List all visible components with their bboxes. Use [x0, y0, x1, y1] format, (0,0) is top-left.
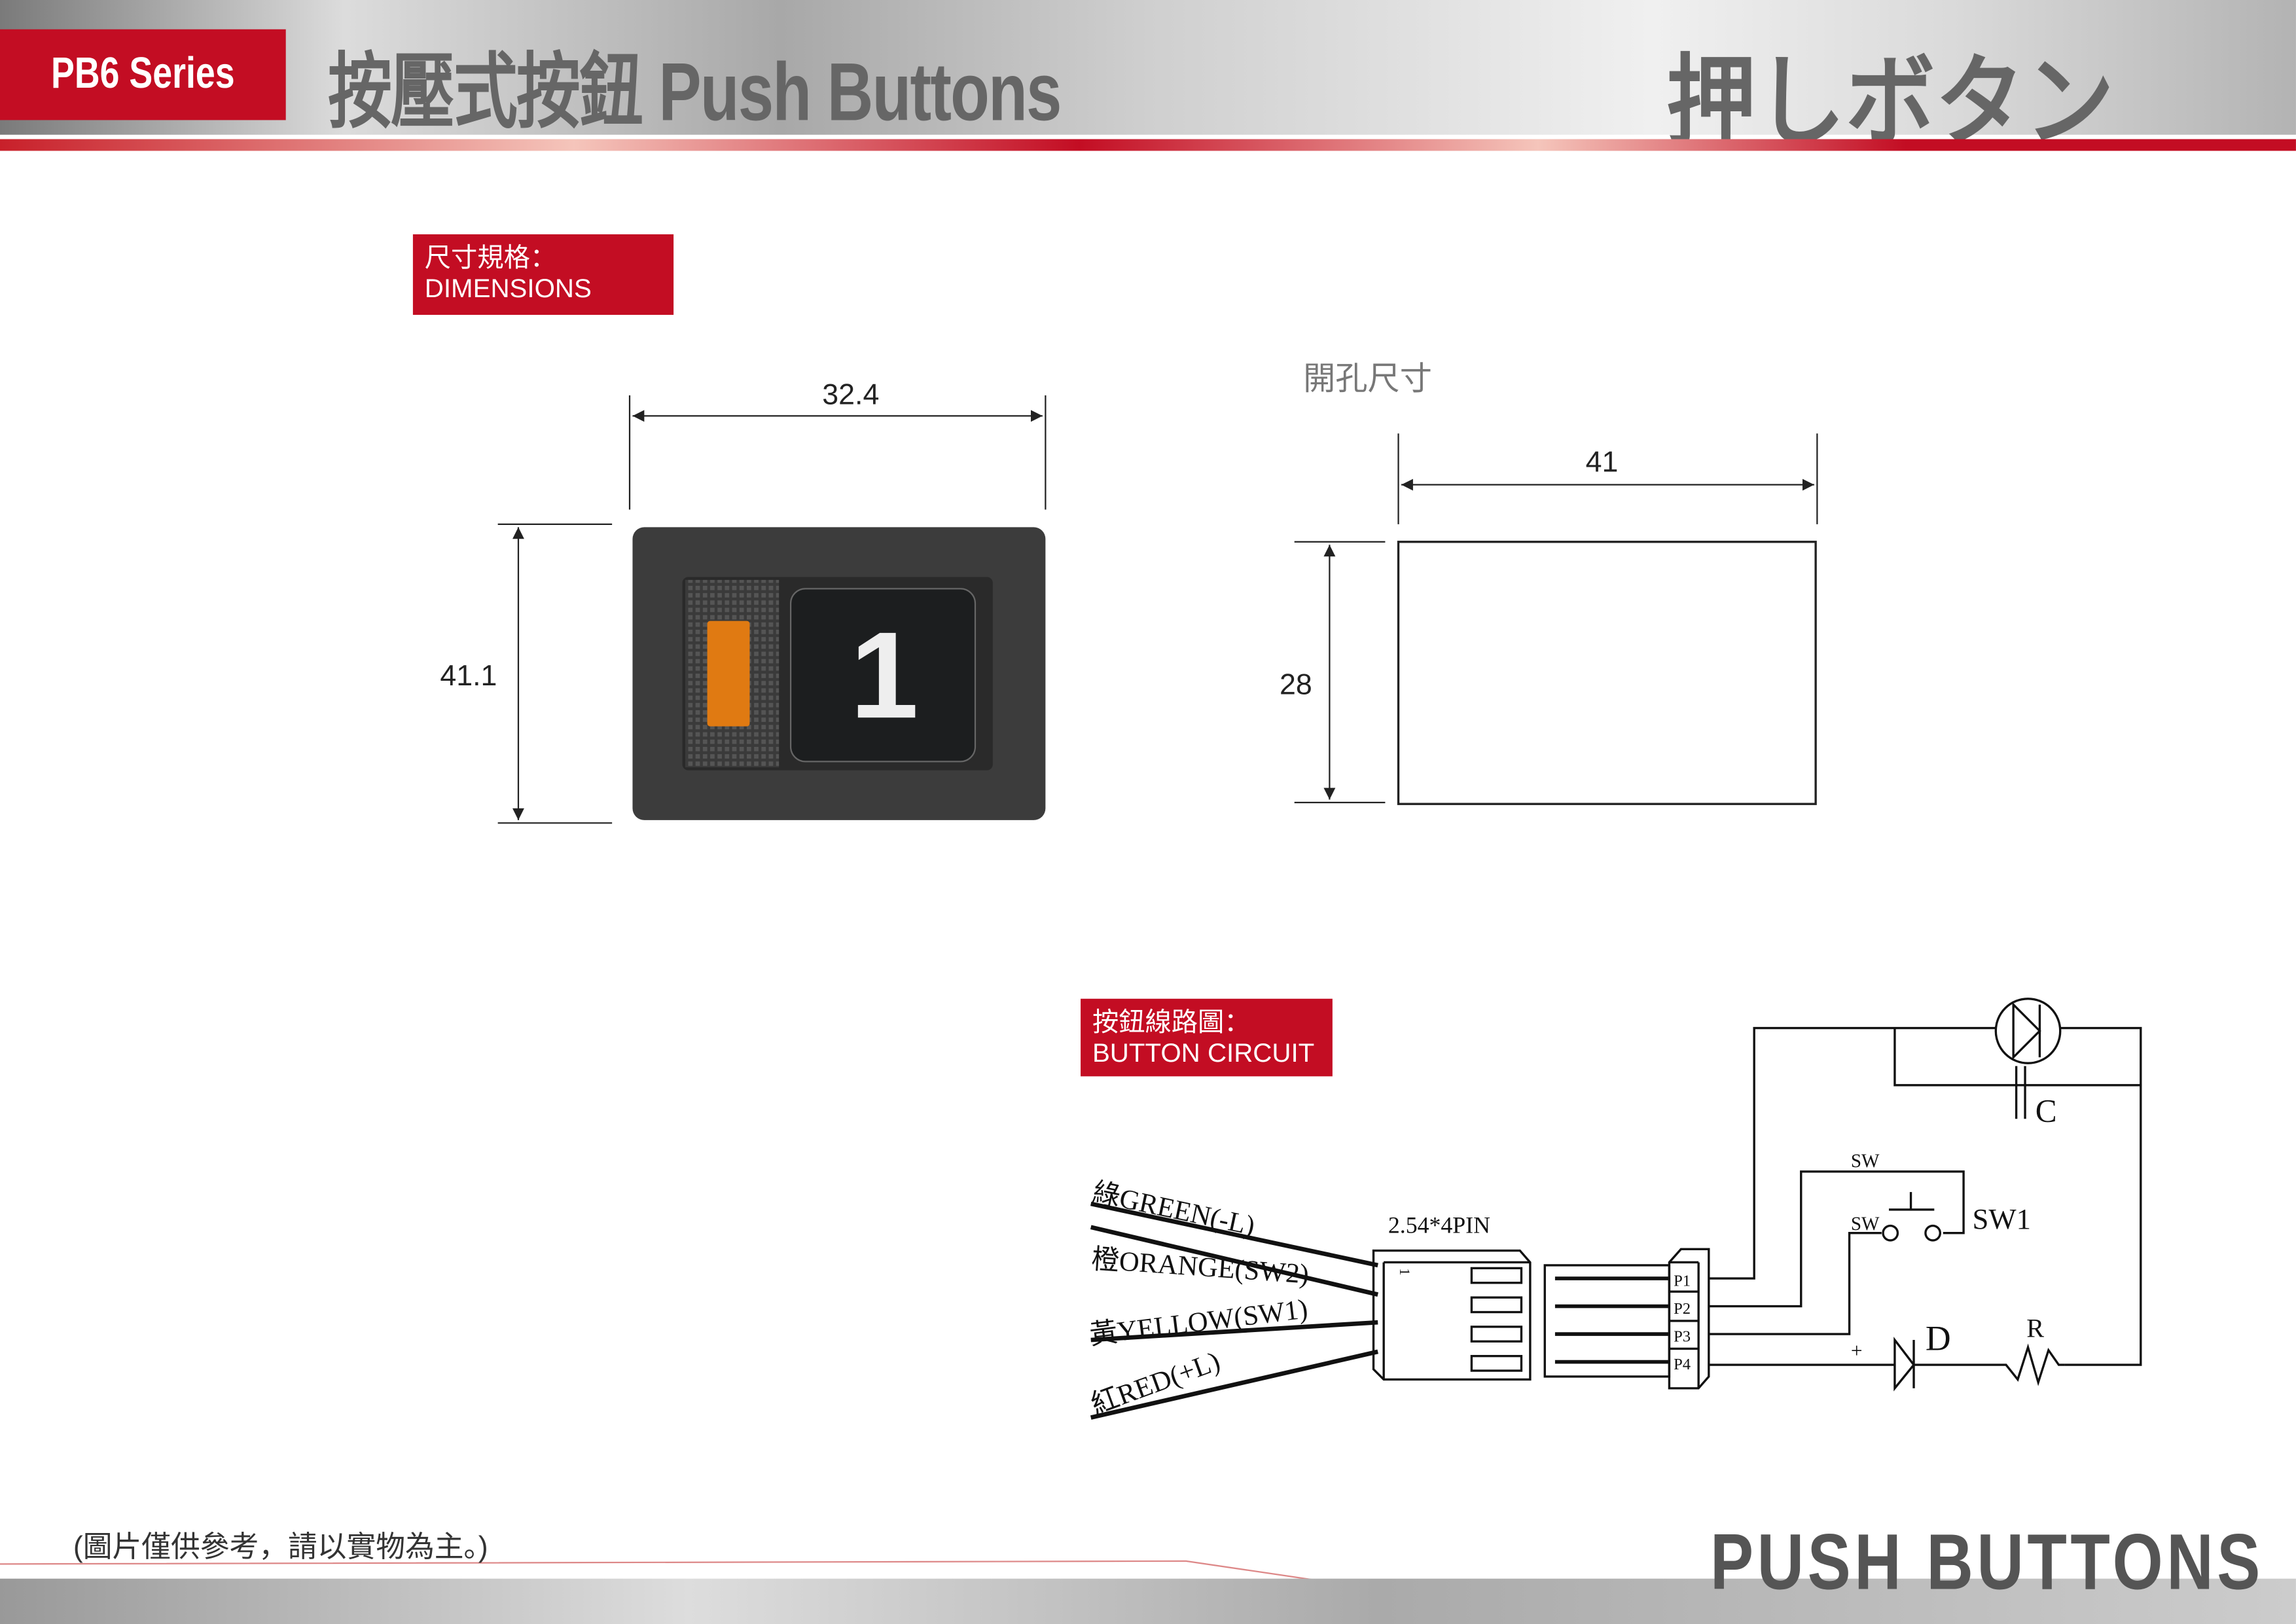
circuit-label-en: BUTTON CIRCUIT [1092, 1038, 1315, 1068]
wire-label-red: 紅RED(+L) [1087, 1346, 1224, 1421]
circuit-label-cn: 按鈕線路圖： [1092, 1007, 1251, 1037]
button-digit: 1 [850, 606, 919, 744]
circuit-labels: 綠GREEN(-L) 橙ORANGE(SW2) 黃YELLOW(SW1) 紅RE… [1087, 1093, 2057, 1421]
wire-label-yellow: 黃YELLOW(SW1) [1088, 1293, 1309, 1350]
header-band [0, 0, 2296, 135]
connector-label: 2.54*4PIN [1388, 1212, 1490, 1238]
dimensions-label: 尺寸規格： DIMENSIONS [412, 234, 674, 315]
sw-label: SW [1851, 1151, 1880, 1172]
pin-one-mark: 1 [1397, 1268, 1413, 1275]
footer-band [0, 1578, 2296, 1624]
page-title: 按壓式按鈕 Push Buttons [328, 45, 1062, 138]
indicator-lamp [707, 621, 750, 727]
button-dimension-drawing [497, 395, 1047, 824]
dimensions-label-cn: 尺寸規格： [424, 243, 557, 273]
resistor-label: R [2026, 1314, 2044, 1343]
cutout-label: 開孔尺寸 [1303, 361, 1432, 397]
pin-label: P3 [1674, 1327, 1691, 1345]
capacitor-label: C [2036, 1093, 2057, 1129]
series-badge: PB6 Series [0, 29, 286, 120]
diode-label: D [1926, 1319, 1951, 1358]
footer-brand: PUSH BUTTONS [1710, 1518, 2264, 1607]
wire-label-orange: 橙ORANGE(SW2) [1090, 1244, 1310, 1290]
circuit-diagram [1090, 998, 2142, 1420]
sw-label: SW [1851, 1214, 1880, 1235]
dimensions-label-en: DIMENSIONS [424, 274, 592, 304]
circuit-label: 按鈕線路圖： BUTTON CIRCUIT [1081, 998, 1333, 1077]
pin-label: P4 [1674, 1356, 1691, 1373]
plus-label: + [1851, 1339, 1863, 1362]
push-button-photo: 1 [632, 527, 1046, 820]
width-value: 32.4 [822, 378, 879, 410]
sw1-label: SW1 [1973, 1202, 2031, 1235]
height-value: 41.1 [440, 659, 497, 692]
pin-label: P1 [1674, 1272, 1691, 1290]
pin-label: P2 [1674, 1300, 1691, 1318]
header-divider [0, 139, 2296, 151]
cutout-height-value: 28 [1280, 668, 1312, 700]
cutout-drawing [1294, 433, 1818, 805]
cutout-width-value: 41 [1586, 445, 1619, 478]
disclaimer-note: (圖片僅供參考，請以實物為主。) [73, 1532, 488, 1564]
